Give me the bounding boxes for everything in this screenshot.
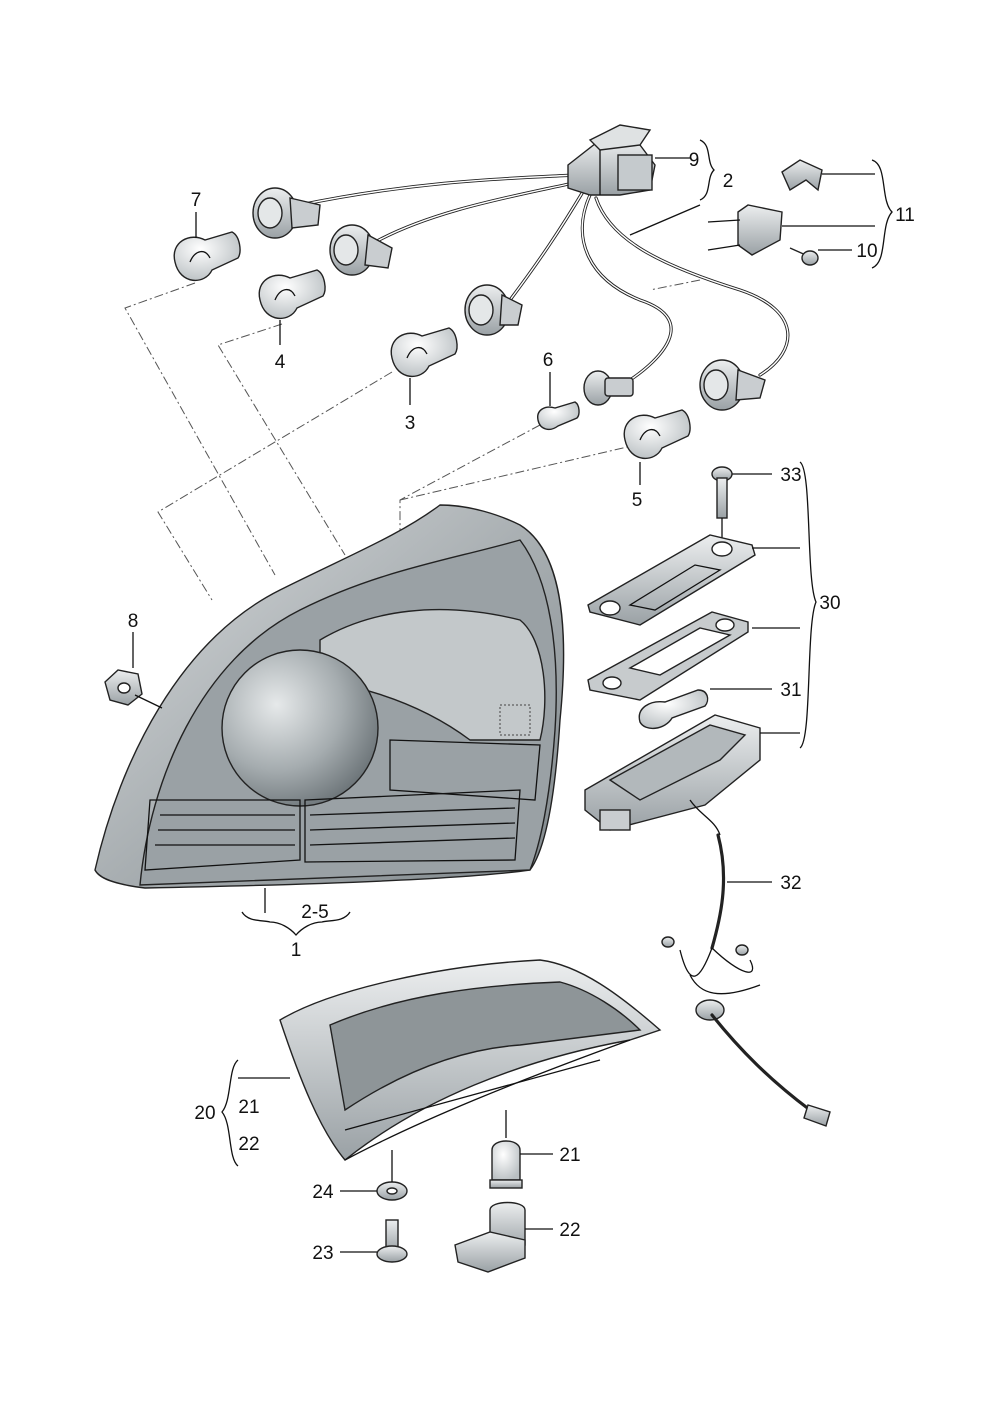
- callout-7: 7: [191, 190, 202, 211]
- socket-22: [454, 1201, 526, 1273]
- callout-22: 22: [559, 1220, 580, 1241]
- callout-20-22: 22: [238, 1134, 259, 1155]
- cable-32: [661, 833, 831, 1127]
- callout-2-5: 2-5: [301, 902, 328, 923]
- callout-32: 32: [780, 873, 801, 894]
- tail-light-housing: [94, 504, 565, 889]
- callout-23: 23: [312, 1243, 333, 1264]
- brake-light-housing: [279, 959, 662, 1161]
- callout-3: 3: [405, 413, 416, 434]
- callout-2: 2: [723, 171, 734, 192]
- callout-21: 21: [559, 1145, 580, 1166]
- screw-23: [376, 1219, 408, 1263]
- bulb-3: [390, 327, 458, 378]
- callout-4: 4: [275, 352, 286, 373]
- light-housing-body: [584, 714, 761, 836]
- lens-cover: [587, 534, 756, 626]
- callout-8: 8: [128, 611, 139, 632]
- bulb-socket-small: [583, 370, 634, 406]
- callout-9: 9: [689, 150, 700, 171]
- callout-24: 24: [312, 1182, 334, 1203]
- bulb-socket-upper-mid: [329, 224, 393, 276]
- connector-plug: [567, 124, 656, 196]
- bulb-socket-right: [699, 359, 766, 411]
- bulb-5: [623, 409, 691, 460]
- assembly-lines: [124, 279, 701, 601]
- bulb-6: [537, 401, 580, 431]
- screw-33: [711, 466, 733, 540]
- callout-10: 10: [856, 241, 877, 262]
- callout-labels: 9 2 11 10 7 4 3 6 5 8 2-5 1 33 30 31 32 …: [128, 150, 915, 1264]
- callout-30: 30: [819, 593, 840, 614]
- bulb-socket-middle: [464, 284, 523, 336]
- screw-10: [789, 247, 819, 266]
- gasket: [587, 611, 749, 701]
- callout-31: 31: [780, 680, 801, 701]
- mounting-bracket: [707, 159, 823, 256]
- wiring-harness: [298, 173, 790, 382]
- bulb-7: [173, 231, 241, 282]
- callout-6: 6: [543, 350, 554, 371]
- callout-5: 5: [632, 490, 643, 511]
- callout-20: 20: [194, 1103, 215, 1124]
- bulb-31: [638, 689, 709, 729]
- bulb-21: [489, 1110, 523, 1189]
- callout-20-21: 21: [238, 1097, 259, 1118]
- leader-lines: [132, 139, 893, 1253]
- washer-24: [376, 1150, 408, 1201]
- bulb-socket-upper-left: [252, 187, 321, 239]
- callout-1: 1: [291, 940, 302, 961]
- callout-33: 33: [780, 465, 801, 486]
- bulb-4: [258, 269, 326, 320]
- callout-11: 11: [895, 205, 915, 226]
- nut-8: [104, 669, 163, 709]
